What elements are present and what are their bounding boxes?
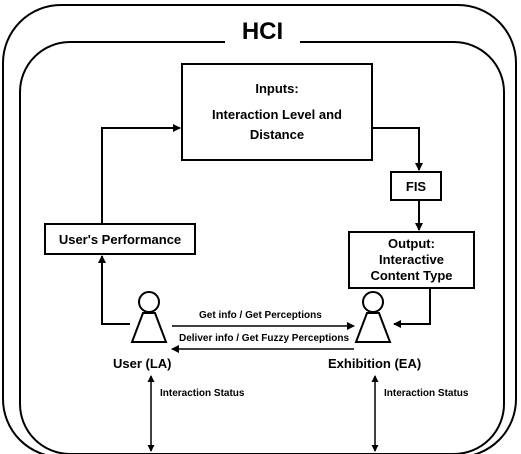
- arrow-label-deliver-info: Deliver info / Get Fuzzy Perceptions: [179, 333, 350, 344]
- arrow-user-to-performance: [98, 255, 130, 325]
- inputs-box-text: Inputs: Interaction Level and Distance: [182, 66, 372, 158]
- diagram-title: HCI: [241, 18, 284, 45]
- output-box-text: Output: Interactive Content Type: [349, 232, 474, 288]
- outer-frame: [2, 4, 517, 454]
- inputs-line1: Inputs:: [255, 80, 299, 96]
- output-box: [348, 231, 475, 289]
- exhibition-label: Exhibition (EA): [328, 356, 422, 371]
- user-label: User (LA): [113, 356, 172, 371]
- user-figure-icon: [130, 291, 168, 343]
- output-line2: Interactive: [378, 251, 445, 267]
- arrow-label-get-info: Get info / Get Perceptions: [199, 310, 322, 321]
- inputs-box: [181, 63, 373, 161]
- arrow-performance-to-inputs: [101, 124, 181, 224]
- output-line1: Output:: [388, 235, 435, 251]
- fis-box: [390, 171, 442, 201]
- arrow-output-to-exhibition: [393, 288, 431, 328]
- title-backdrop: [225, 20, 300, 48]
- performance-box-text: User's Performance: [58, 231, 182, 247]
- inputs-line2: Interaction Level and: [211, 106, 343, 122]
- inputs-line3: Distance: [249, 127, 305, 143]
- arrow-inputs-to-fis: [372, 127, 423, 171]
- exhibition-figure-icon: [354, 291, 392, 343]
- fis-box-text: FIS: [405, 178, 427, 194]
- output-line3: Content Type: [370, 268, 453, 284]
- user-interaction-status-label: Interaction Status: [160, 388, 245, 399]
- exhibition-interaction-status-label: Interaction Status: [384, 388, 469, 399]
- performance-box: [44, 223, 196, 255]
